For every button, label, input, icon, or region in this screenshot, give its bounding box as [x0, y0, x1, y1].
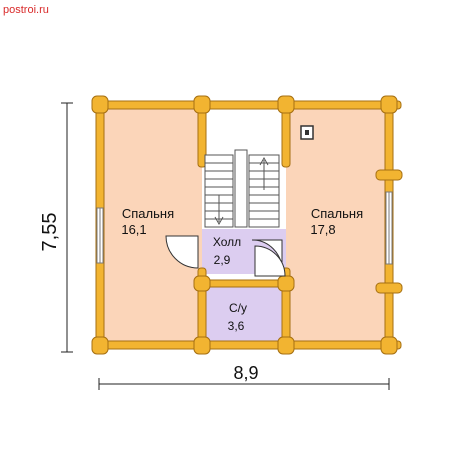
window-icon — [96, 207, 104, 264]
bathroom-area: 3,6 — [228, 319, 245, 333]
bedroom-right-area: 17,8 — [310, 222, 335, 237]
bedroom-left-area: 16,1 — [121, 222, 146, 237]
height-dimension — [61, 102, 73, 353]
chimney-icon — [300, 125, 314, 140]
bedroom-right-floor — [286, 105, 389, 345]
door-icon — [165, 235, 199, 269]
bedroom-right-name: Спальня — [311, 206, 363, 221]
width-dimension-label: 8,9 — [233, 363, 258, 383]
bedroom-left-floor — [100, 105, 202, 345]
hall-area: 2,9 — [214, 253, 231, 267]
door-icon — [254, 245, 286, 277]
hall-name: Холл — [213, 235, 241, 249]
window-icon — [385, 191, 393, 265]
watermark: postroi.ru — [3, 4, 49, 16]
stairs-icon — [204, 149, 280, 228]
width-dimension — [98, 378, 390, 390]
bathroom-name: С/у — [229, 301, 247, 315]
log-walls — [91, 95, 403, 355]
bedroom-left-name: Спальня — [122, 206, 174, 221]
bathroom-floor — [202, 284, 286, 345]
height-dimension-label: 7,55 — [39, 213, 61, 252]
